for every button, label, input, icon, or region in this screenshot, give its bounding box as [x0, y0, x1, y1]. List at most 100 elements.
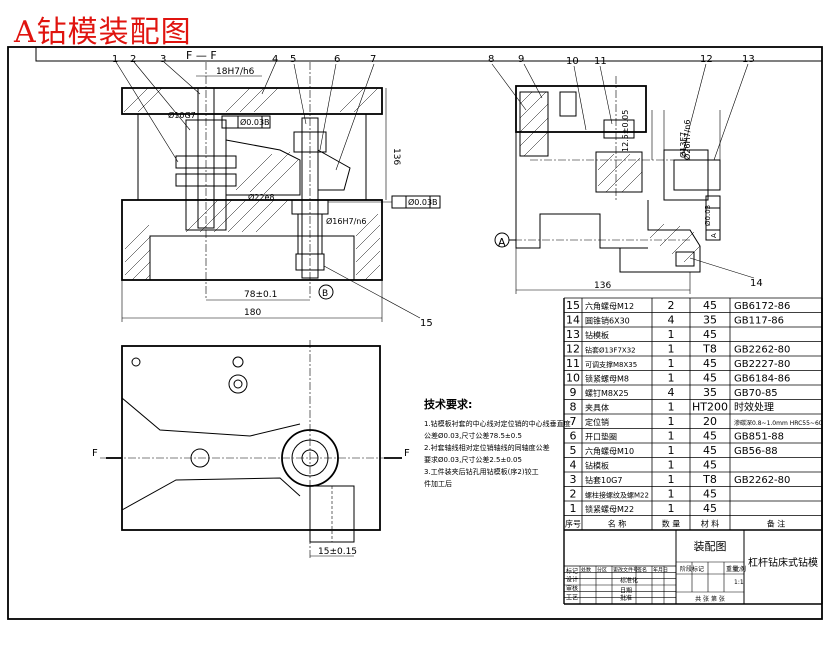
tech-line-5: 3.工件装夹后钻孔用钻模板(序2)铰工 [424, 467, 539, 476]
bom-name: 圆锥销6X30 [585, 316, 630, 326]
bom-material: 45 [703, 459, 717, 472]
tech-line-4: 要求Ø0.03,尺寸公差2.5±0.05 [424, 455, 522, 464]
bom-no: 8 [570, 401, 577, 414]
bom-qty: 1 [668, 372, 675, 385]
bom-table-grid [563, 297, 823, 605]
bom-no: 10 [566, 372, 580, 385]
bom-no: 11 [566, 357, 580, 370]
section-label: F — F [186, 49, 217, 62]
datum-b: B [322, 289, 328, 299]
bom-note: GB56-88 [734, 446, 778, 457]
bom-header-note: 备 注 [767, 519, 786, 529]
bom-no: 7 [570, 415, 577, 428]
bom-qty: 1 [668, 459, 675, 472]
bom-name: 钻模板 [585, 330, 609, 340]
tb-weight: 重量 [726, 565, 738, 573]
bom-qty: 1 [668, 328, 675, 341]
tb-row-label: 审核 [566, 585, 578, 593]
header-strip [35, 46, 823, 62]
part-name: 杠杆钻床式钻模 [748, 556, 818, 569]
bom-name: 锁紧螺母M22 [585, 504, 634, 514]
bom-material: 35 [703, 386, 717, 399]
bom-material: T8 [702, 473, 717, 486]
tb-standardization: 标准化 [620, 576, 638, 584]
dim-dia16: Ø16H7/n6 [326, 216, 366, 226]
bom-no: 13 [566, 328, 580, 341]
tol2-ref: B [432, 198, 438, 207]
bom-header-qty: 数 量 [662, 519, 681, 529]
bom-header-material: 材 料 [701, 519, 720, 529]
tech-line-6: 件加工后 [424, 479, 452, 488]
bom-name: 定位销 [585, 417, 609, 427]
bom-name: 钻模板 [585, 461, 609, 471]
bom-note: GB2262-80 [734, 475, 790, 486]
bom-material: 45 [703, 488, 717, 501]
leader-12: 12 [700, 54, 713, 65]
bom-name: 夹具体 [585, 403, 609, 413]
bom-no: 4 [570, 459, 577, 472]
bom-note: GB6172-86 [734, 301, 790, 312]
bom-note: GB6184-86 [734, 374, 790, 385]
leader-11: 11 [594, 56, 607, 67]
bom-qty: 1 [668, 401, 675, 414]
top-view [100, 340, 404, 560]
leader-3: 3 [160, 54, 166, 65]
tech-line-1: 1.钻模板衬套的中心线对定位销的中心线垂直度 [424, 419, 571, 428]
tb-scale: 比例 [734, 565, 746, 573]
drawing-title: A钻模装配图 [14, 15, 192, 50]
tol2-value: Ø0.03 [408, 197, 432, 207]
arrow-f-right: F [404, 448, 410, 459]
tol3-value: Ø0.03 [704, 205, 712, 226]
bom-material: T8 [702, 343, 717, 356]
bom-name: 钻套Ø13F7X32 [585, 346, 636, 355]
tech-heading: 技术要求: [424, 397, 472, 411]
bom-no: 1 [570, 502, 577, 515]
bom-material: 45 [703, 299, 717, 312]
dim-dia22: Ø22e8 [248, 192, 275, 202]
leader-5: 5 [290, 54, 296, 65]
bom-name: 开口垫圈 [585, 432, 617, 442]
dim-h136: 136 [391, 148, 401, 165]
view-a-label: A [498, 236, 506, 249]
tb-stage: 阶段标记 [680, 565, 704, 573]
leader-6: 6 [334, 54, 340, 65]
bom-material: 45 [703, 357, 717, 370]
dimension-labels: 18H7/h6 Ø10G7 Ø0.03 B Ø22e8 Ø0.03 B Ø16H… [168, 67, 718, 557]
bom-note: GB117-86 [734, 316, 784, 327]
leader-2: 2 [130, 54, 136, 65]
bom-material: 45 [703, 502, 717, 515]
leader-10: 10 [566, 56, 579, 67]
tech-line-2: 公差Ø0.03,尺寸公差78.5±0.5 [424, 431, 522, 440]
bom-no: 6 [570, 430, 577, 443]
drawing-name: 装配图 [694, 540, 727, 553]
tb-date: 日期 [620, 587, 632, 595]
bom-note: GB70-85 [734, 388, 778, 399]
dim-dia26: Ø26H7/n6 [682, 120, 692, 160]
dim-180: 180 [244, 308, 261, 318]
bom-name: 螺钉M8X25 [585, 388, 629, 398]
bom-qty: 4 [668, 314, 675, 327]
bom-no: 9 [570, 386, 577, 399]
bom-header-no: 序号 [565, 519, 581, 529]
tb-row-label: 工艺 [566, 593, 578, 601]
bom-note: 时效处理 [734, 401, 774, 414]
tol1-value: Ø0.03 [240, 117, 264, 127]
dim-136b: 136 [594, 281, 611, 291]
bom-name: 六角螺母M12 [585, 301, 634, 311]
dim-dia10: Ø10G7 [168, 110, 196, 120]
dim-78: 78±0.1 [244, 290, 277, 300]
tb-row-label: 设计 [566, 576, 578, 584]
tb-scale-value: 1:1 [734, 579, 744, 586]
front-section-view [115, 61, 441, 322]
bom-name: 螺柱接螺纹及螺M22 [585, 491, 649, 500]
bom-material: 35 [703, 314, 717, 327]
